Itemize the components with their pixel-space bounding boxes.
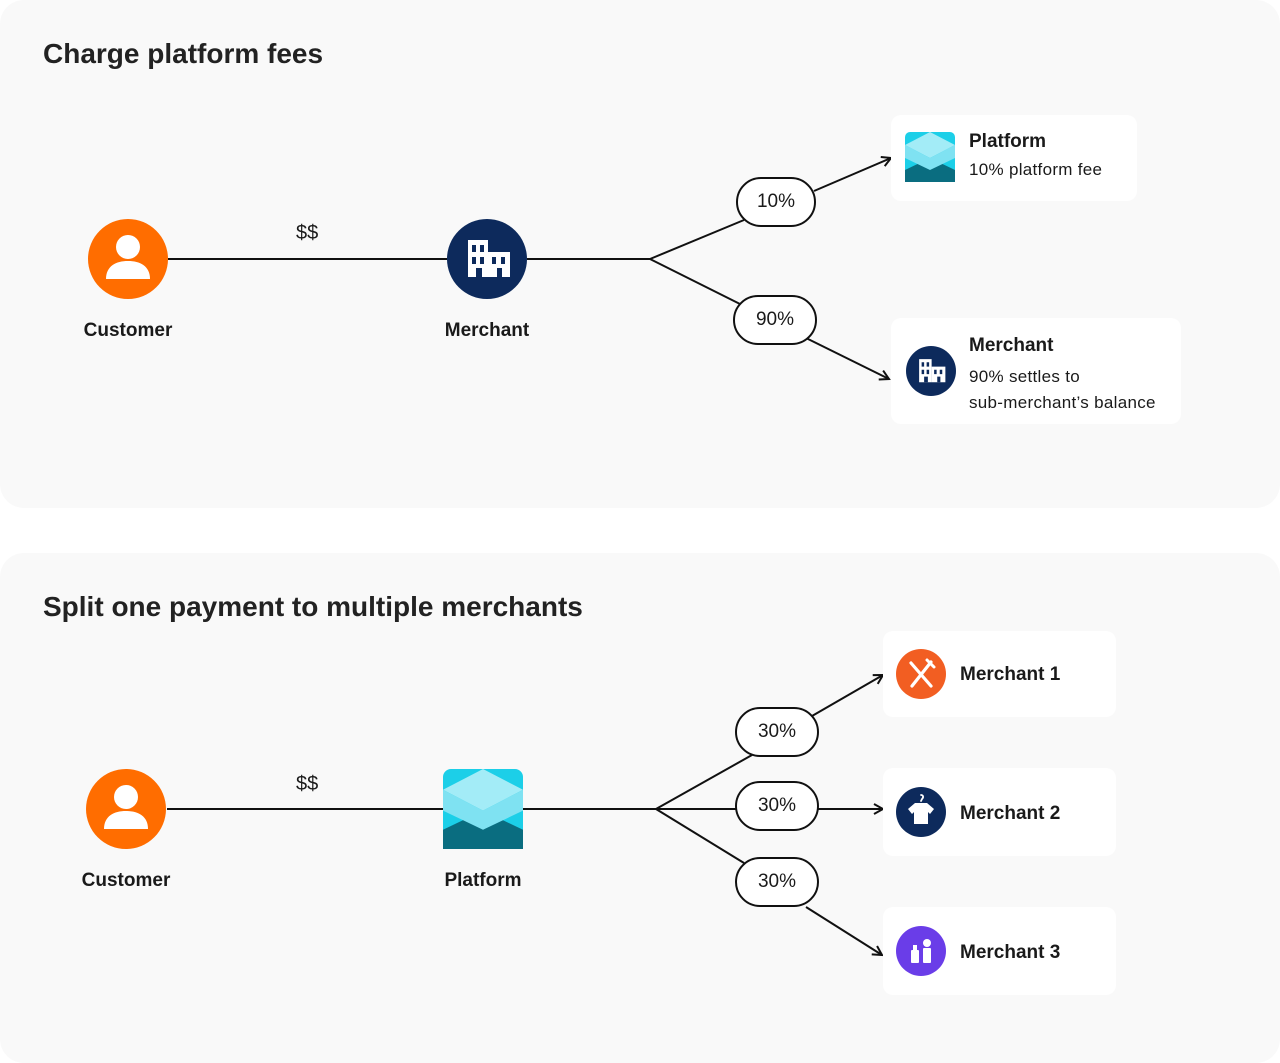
platform-card-title: Platform bbox=[969, 131, 1047, 152]
merchant-1-card: Merchant 1 bbox=[883, 631, 1116, 717]
split-to-top-pill-line bbox=[649, 219, 745, 260]
cosmetics-icon bbox=[911, 939, 931, 963]
platform-fees-panel: Charge platform fees Customer $$ bbox=[0, 0, 1280, 508]
merchant-2-avatar bbox=[896, 787, 946, 837]
merchant-3-name: Merchant 3 bbox=[960, 942, 1061, 963]
merchant-card-line2: sub-merchant’s balance bbox=[969, 393, 1156, 412]
split-to-bottom-pill-line bbox=[649, 258, 741, 305]
money-label: $$ bbox=[296, 222, 319, 244]
panel-title: Split one payment to multiple merchants bbox=[43, 591, 583, 622]
merchant-card: Merchant 90% settles to sub-merchant’s b… bbox=[891, 318, 1181, 424]
building-icon bbox=[919, 359, 946, 383]
fork-knife-icon bbox=[909, 658, 936, 688]
platform-card-text: 10% platform fee bbox=[969, 160, 1103, 179]
person-icon bbox=[104, 785, 148, 829]
fee-percent-pill: 10% bbox=[736, 177, 816, 227]
customer-label: Customer bbox=[81, 870, 171, 891]
pill1-to-merchant1-arrow bbox=[811, 675, 883, 717]
pill3-to-merchant3-arrow bbox=[805, 906, 882, 955]
platform-label: Platform bbox=[444, 870, 522, 891]
merchant-card-title: Merchant bbox=[969, 335, 1054, 356]
merchant-3-avatar bbox=[896, 926, 946, 976]
platform-logo-icon bbox=[905, 132, 955, 182]
flow-connectors bbox=[167, 553, 1280, 1063]
split-to-pill3-line bbox=[655, 808, 745, 864]
settle-percent-pill: 90% bbox=[733, 295, 817, 345]
platform-logo-icon bbox=[443, 769, 523, 849]
percent-pill-2: 30% bbox=[735, 781, 819, 831]
merchant-node bbox=[447, 219, 527, 299]
split-to-pill1-line bbox=[655, 754, 753, 810]
flow-connectors bbox=[168, 0, 1280, 508]
person-icon bbox=[106, 235, 150, 279]
building-icon bbox=[468, 240, 510, 277]
split-payment-panel: Split one payment to multiple merchants … bbox=[0, 553, 1280, 1063]
merchant-card-line1: 90% settles to bbox=[969, 367, 1080, 386]
customer-node bbox=[86, 769, 166, 849]
platform-card: Platform 10% platform fee bbox=[891, 115, 1137, 201]
merchant-1-avatar bbox=[896, 649, 946, 699]
panel-title: Charge platform fees bbox=[43, 38, 324, 69]
shirt-hanger-icon bbox=[908, 794, 934, 824]
percent-pill-3: 30% bbox=[735, 857, 819, 907]
merchant-1-name: Merchant 1 bbox=[960, 664, 1061, 685]
customer-label: Customer bbox=[83, 320, 173, 341]
top-pill-to-platform-arrow bbox=[813, 158, 891, 192]
merchant-card-avatar bbox=[906, 346, 956, 396]
merchant-label: Merchant bbox=[444, 320, 530, 341]
percent-pill-1: 30% bbox=[735, 707, 819, 757]
merchant-2-card: Merchant 2 bbox=[883, 768, 1116, 856]
merchant-3-card: Merchant 3 bbox=[883, 907, 1116, 995]
bottom-pill-to-merchant-arrow bbox=[805, 337, 889, 379]
money-label: $$ bbox=[296, 773, 319, 795]
merchant-2-name: Merchant 2 bbox=[960, 803, 1061, 824]
customer-node bbox=[88, 219, 168, 299]
